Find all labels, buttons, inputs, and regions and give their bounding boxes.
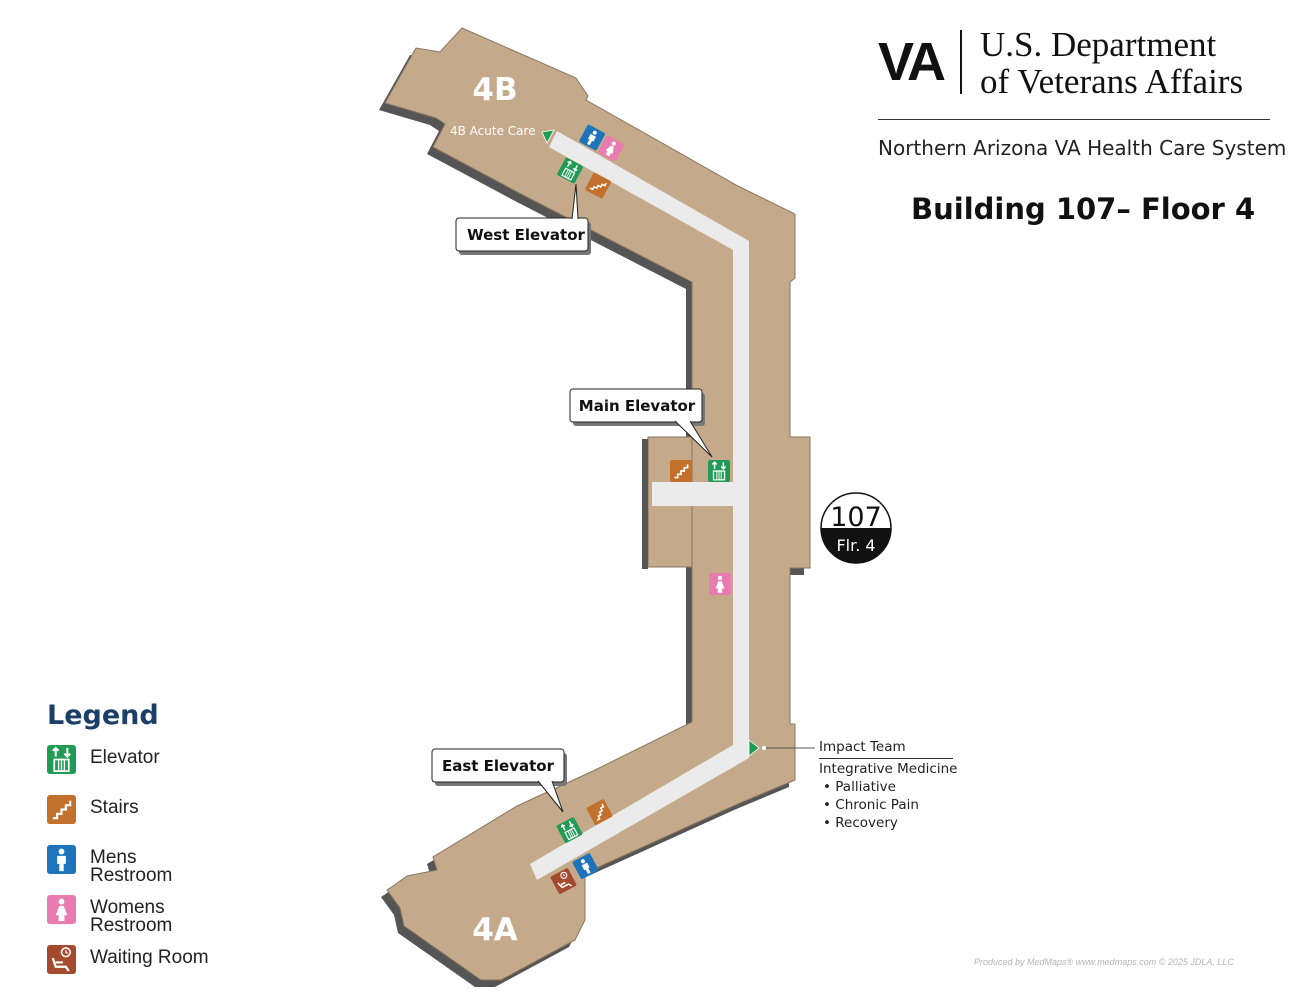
west-elevator-label: West Elevator [467,226,585,244]
legend-item-mens-restroom: Mens Restroom [47,845,172,895]
logo-divider [960,30,962,94]
west-elevator-callout: West Elevator [455,183,591,255]
east-elevator-callout: East Elevator [431,748,567,813]
badge-floor-number: Flr. 4 [836,536,875,555]
main-elevator-callout: Main Elevator [569,388,713,458]
legend-item-waiting-room: Waiting Room [47,945,209,995]
department-list: Impact Team Integrative Medicine • Palli… [819,738,957,832]
elevator-icon [47,745,76,774]
wing-4a-label: 4A [472,912,518,948]
womens-restroom-icon [47,895,76,924]
credit-line: Produced by MedMaps® www.medmaps.com © 2… [974,957,1234,967]
acute-care-entry-arrow [541,129,555,144]
womens-restroom-icon [709,573,731,595]
legend: Legend Elevator Stairs Mens Restroom Wom… [47,700,209,995]
main-elevator-label: Main Elevator [579,397,696,415]
corridor-east [530,745,749,880]
corridor-main-cross [652,482,744,506]
corridors [530,131,749,880]
acute-care-label: 4B Acute Care [450,124,536,138]
east-elevator-label: East Elevator [442,757,555,775]
department-name: U.S. Department of Veterans Affairs [980,25,1244,101]
dept-impact-team: Impact Team [819,739,906,755]
elevator-icon [708,460,730,482]
leader-dot [762,746,766,750]
dept-item: • Recovery [823,815,898,831]
badge-building-number: 107 [830,502,882,533]
dept-item: • Chronic Pain [823,797,919,813]
waiting-room-icon [47,945,76,974]
dept-divider [819,758,953,759]
building-floor-badge: 107 Flr. 4 [820,492,892,564]
legend-item-womens-restroom: Womens Restroom [47,895,172,945]
legend-item-elevator: Elevator [47,745,160,795]
wing-4b-label: 4B [472,72,517,108]
dept-integrative-medicine: Integrative Medicine [819,761,958,777]
dept-item: • Palliative [823,779,896,795]
department-entry-arrow [748,739,760,757]
corridor-west [549,131,749,260]
header-rule [878,119,1270,120]
legend-title: Legend [47,700,159,731]
central-block-shadow [642,439,648,569]
mens-restroom-icon [47,845,76,874]
stairs-icon [47,795,76,824]
va-logo: VA [878,32,946,92]
page-title: Building 107– Floor 4 [911,192,1256,226]
legend-item-stairs: Stairs [47,795,159,845]
system-name: Northern Arizona VA Health Care System [878,136,1287,160]
stairs-icon [670,460,692,482]
